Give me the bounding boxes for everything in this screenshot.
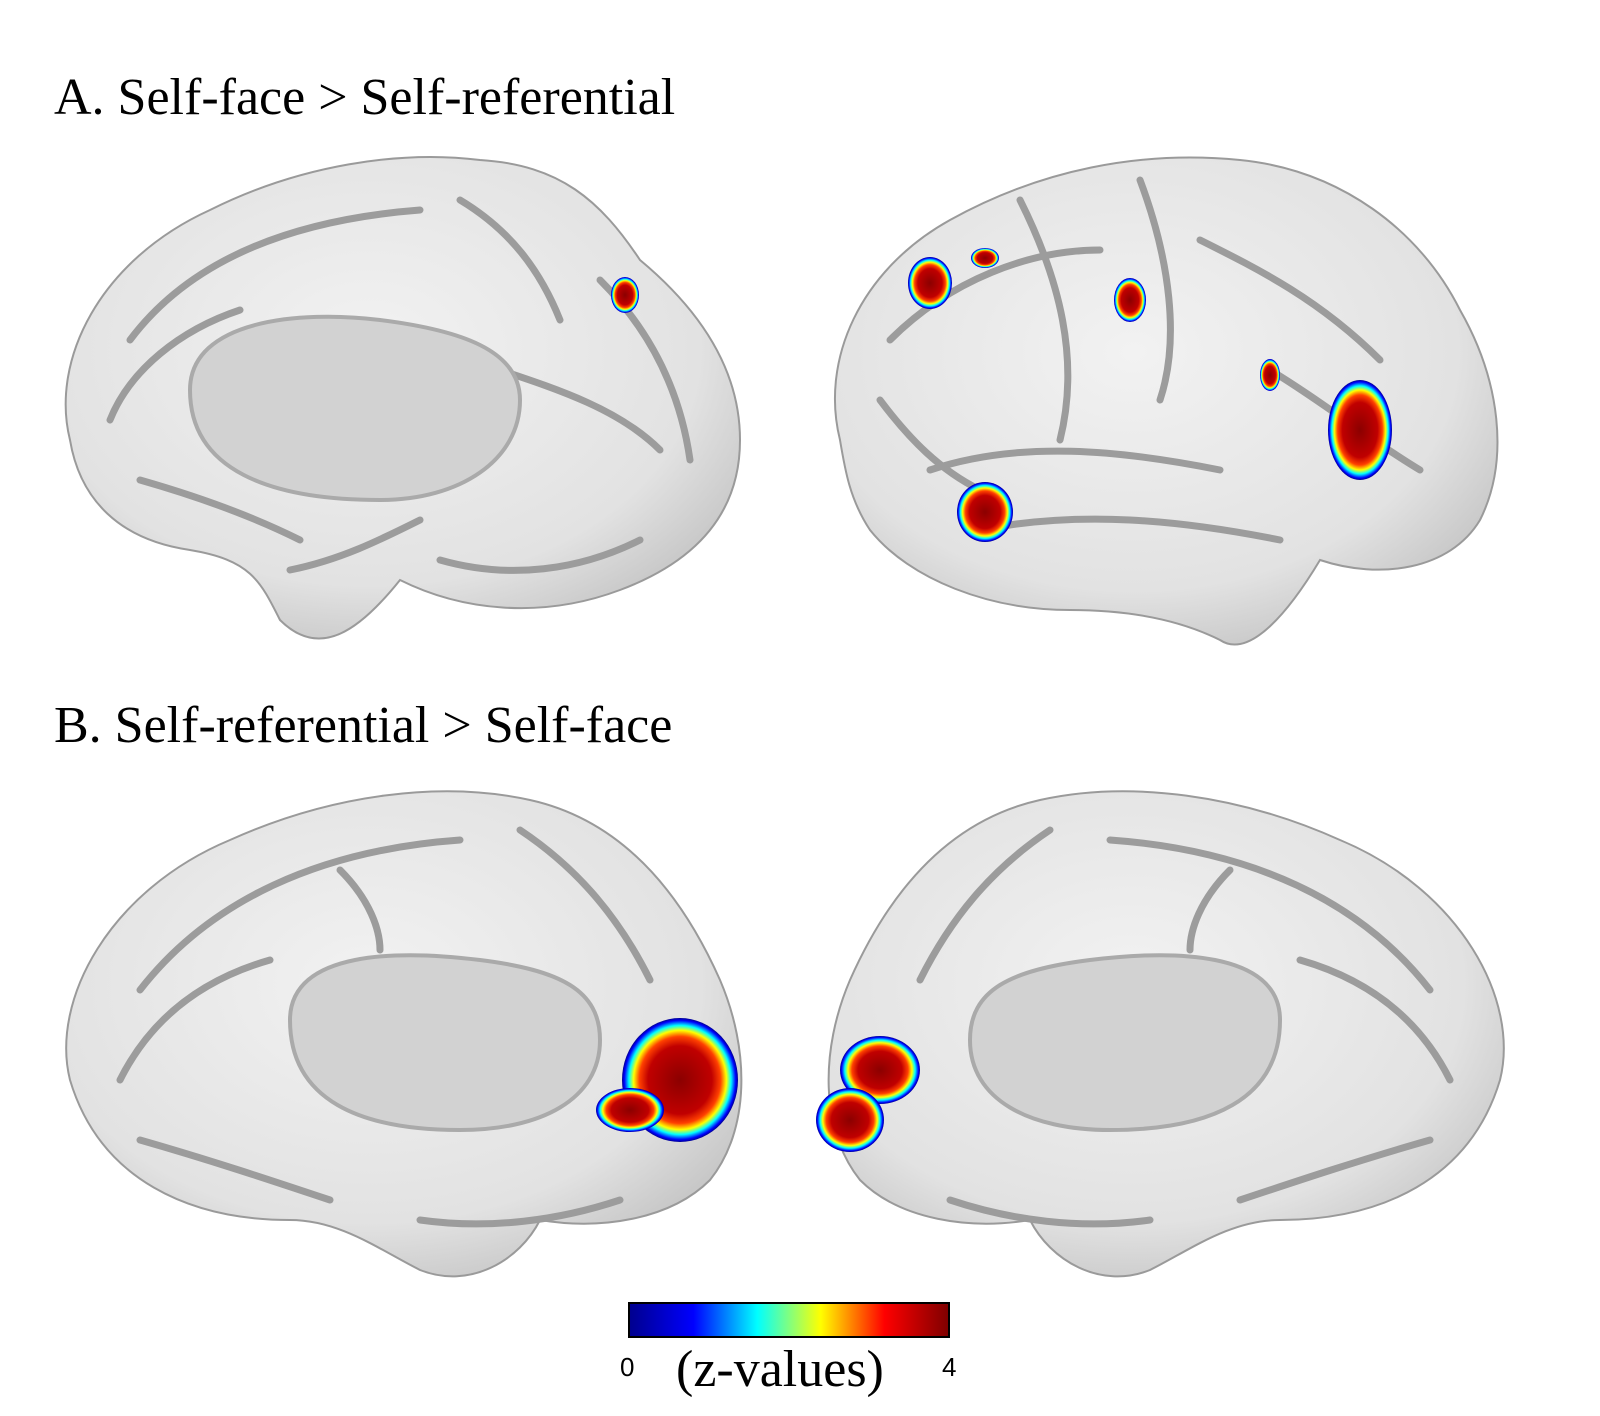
activation-cluster <box>596 1088 664 1132</box>
activation-cluster <box>1114 278 1146 322</box>
activation-cluster <box>1328 380 1392 480</box>
brain-b-right-medial <box>816 790 1505 1278</box>
activation-cluster <box>1260 359 1280 391</box>
colorbar-min-label: 0 <box>620 1352 635 1382</box>
activation-cluster <box>816 1088 884 1152</box>
colorbar-max-label: 4 <box>942 1352 957 1382</box>
colorbar-label: (z-values) <box>676 1341 884 1398</box>
brain-b-left-medial <box>65 790 743 1278</box>
brain-a-right-lateral <box>833 156 1499 646</box>
panel-a-title: A. Self-face > Self-referential <box>54 69 676 126</box>
activation-cluster <box>908 257 952 309</box>
panel-b-title: B. Self-referential > Self-face <box>54 697 673 754</box>
activation-cluster <box>840 1036 920 1104</box>
activation-cluster <box>971 248 999 268</box>
colorbar <box>628 1302 950 1338</box>
activation-cluster <box>957 482 1013 542</box>
brain-a-left-medial <box>64 156 742 640</box>
activation-cluster <box>611 277 639 313</box>
